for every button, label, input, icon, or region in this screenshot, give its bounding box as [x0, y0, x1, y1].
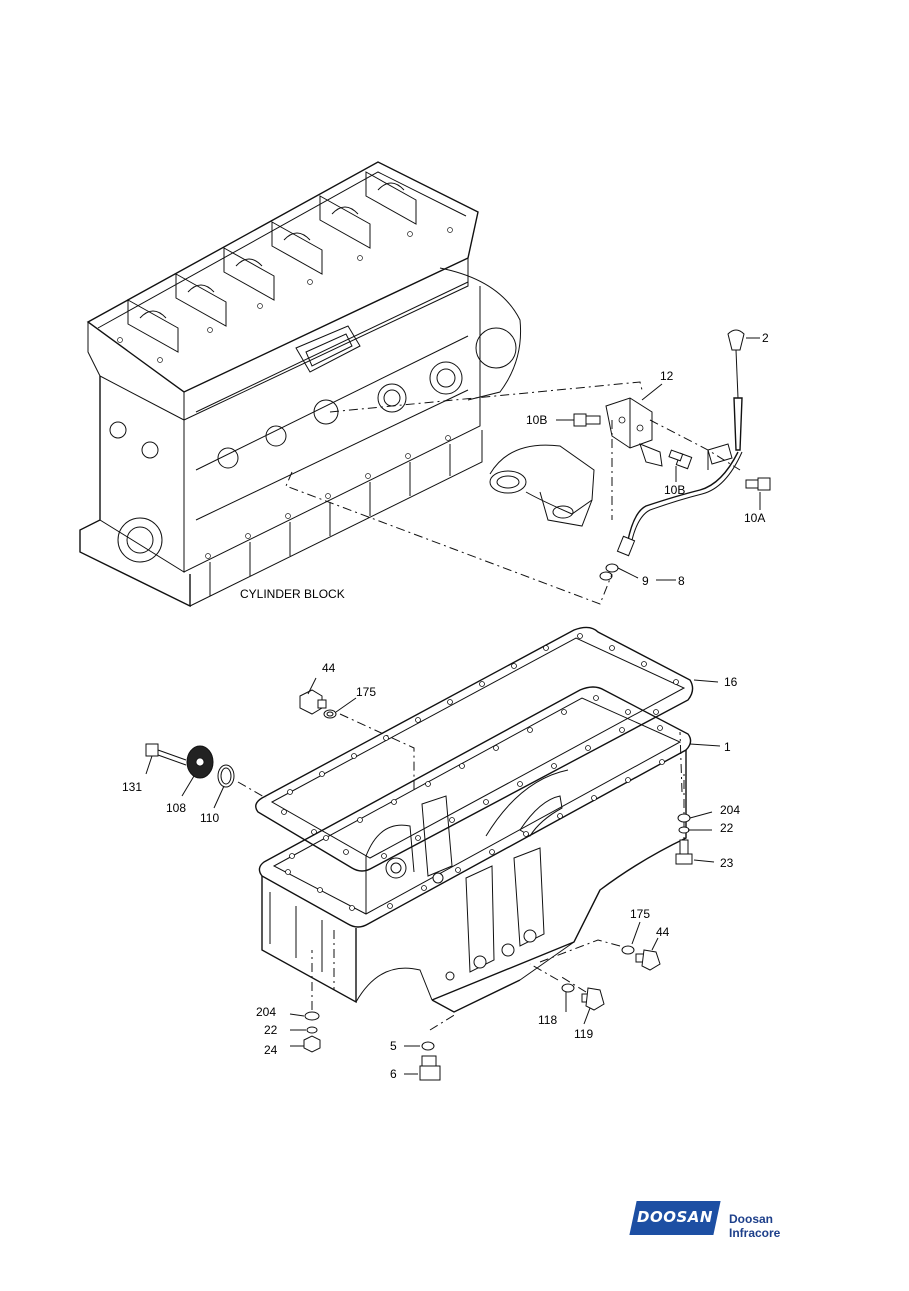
callout-44-right: 44: [656, 925, 670, 939]
oil-pan: [258, 686, 692, 1013]
callout-12: 12: [660, 369, 674, 383]
callout-10b-right: 10B: [664, 483, 685, 497]
doosan-logo: DOOSAN Doosan Infracore: [629, 1201, 818, 1240]
callout-131: 131: [122, 780, 142, 794]
callout-175-right: 175: [630, 907, 650, 921]
o-ring-110: [217, 764, 235, 788]
callout-22-right: 22: [720, 821, 734, 835]
mounting-bracket-12: [605, 397, 663, 467]
callout-110: 110: [200, 811, 219, 825]
nut-24: [303, 1035, 321, 1053]
washer-22-left: [306, 1026, 318, 1034]
callout-24: 24: [264, 1043, 278, 1057]
logo-company-text: Doosan Infracore: [729, 1212, 781, 1240]
callout-175-top: 175: [356, 685, 376, 699]
bolt-23: [675, 839, 693, 865]
plug-44-right: [635, 949, 661, 971]
plug-119: [581, 987, 605, 1011]
water-elbow: [489, 444, 595, 527]
callout-labels: 2 12 10B 10B 10A 9 8 44 175 16 1 131 108…: [122, 331, 769, 1081]
callout-6: 6: [390, 1067, 397, 1081]
plug-44-top: [299, 689, 327, 715]
cylinder-block-label: CYLINDER BLOCK: [240, 587, 345, 601]
washer-22-right: [678, 826, 690, 834]
callout-118: 118: [538, 1013, 557, 1027]
dipstick-guide-tube: [616, 451, 743, 557]
washer-175-right: [621, 945, 635, 955]
callout-204-left: 204: [256, 1005, 276, 1019]
callout-10b-left: 10B: [526, 413, 547, 427]
callout-22-left: 22: [264, 1023, 278, 1037]
washer-175-top: [323, 709, 337, 719]
oil-pan-gasket: [255, 626, 694, 872]
gasket-bolt-holes: [281, 633, 679, 859]
drain-plug-6: [419, 1055, 441, 1081]
bolt-131: [145, 743, 187, 766]
callout-16: 16: [724, 675, 738, 689]
gasket-5: [421, 1041, 435, 1051]
washer-204-right: [677, 813, 691, 823]
o-rings-9: [599, 563, 619, 581]
callout-1: 1: [724, 740, 731, 754]
bolt-10b-right: [668, 449, 693, 470]
callout-5: 5: [390, 1039, 397, 1053]
cylinder-block: [79, 161, 522, 608]
callout-44-top: 44: [322, 661, 336, 675]
callout-23: 23: [720, 856, 734, 870]
dipstick: [727, 329, 745, 451]
dipstick-bracket: [707, 443, 733, 470]
bolt-10b-left: [573, 413, 601, 427]
oil-pan-bolt-holes: [285, 695, 665, 911]
logo-brand-text: DOOSAN: [637, 1208, 713, 1226]
callout-2: 2: [762, 331, 769, 345]
callout-8: 8: [678, 574, 685, 588]
callout-9: 9: [642, 574, 649, 588]
callout-108: 108: [166, 801, 186, 815]
callout-10a: 10A: [744, 511, 765, 525]
callout-119: 119: [574, 1027, 593, 1041]
callout-204-right: 204: [720, 803, 740, 817]
washer-118: [561, 983, 575, 993]
bolt-10a: [745, 477, 771, 491]
washer-204-left: [304, 1011, 320, 1021]
flange-108: [186, 745, 214, 779]
